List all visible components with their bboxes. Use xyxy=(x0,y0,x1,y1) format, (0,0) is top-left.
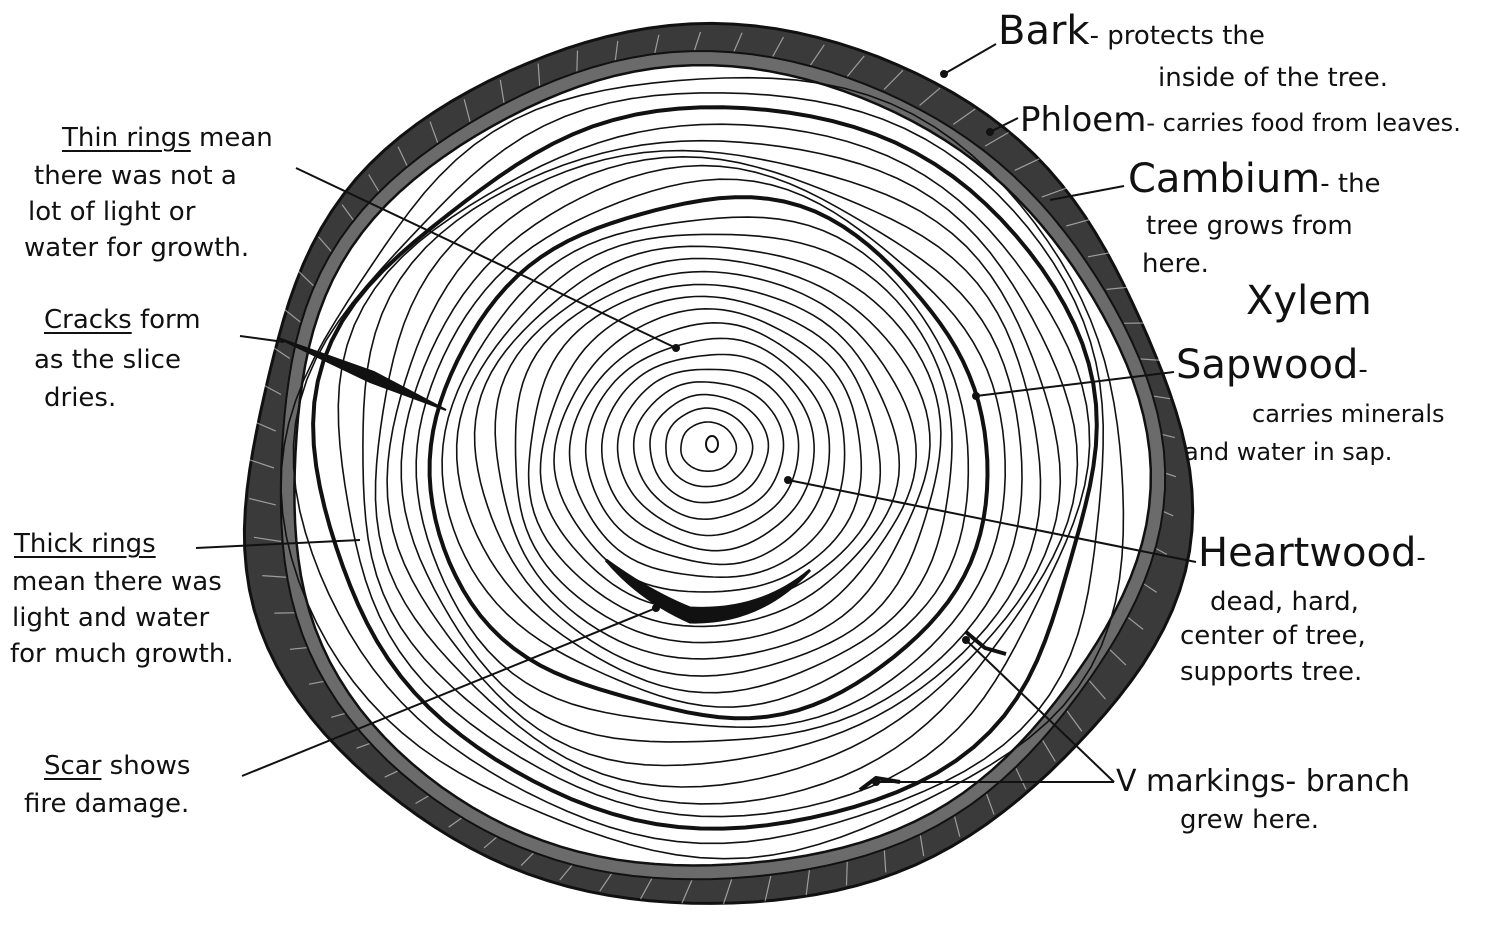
thick-rings-label: Thick rings xyxy=(14,530,156,558)
thin-rings-desc-line4: water for growth. xyxy=(24,234,249,262)
heartwood-term: Heartwood xyxy=(1198,530,1416,576)
cambium-label: Cambium- the xyxy=(1128,158,1381,201)
heartwood-desc-line2: center of tree, xyxy=(1180,622,1366,650)
leader-arrow-tip xyxy=(652,604,660,612)
cracks-term: Cracks xyxy=(44,305,132,335)
cambium-term: Cambium xyxy=(1128,156,1320,202)
thin-rings-desc-line1: mean xyxy=(191,123,273,153)
heartwood-desc-line3: supports tree. xyxy=(1180,658,1362,686)
phloem-term: Phloem xyxy=(1020,100,1146,140)
thick-rings-term: Thick rings xyxy=(14,529,156,559)
bark-texture-mark xyxy=(847,860,848,886)
thick-rings-desc-line1: mean there was xyxy=(12,568,222,596)
cambium-desc-line2: tree grows from xyxy=(1146,212,1353,240)
sapwood-term: Sapwood xyxy=(1176,342,1358,388)
bark-label: Bark- protects the xyxy=(998,10,1265,53)
v-markings-term: V markings xyxy=(1116,764,1285,799)
thin-rings-desc-line2: there was not a xyxy=(34,162,237,190)
thin-rings-term: Thin rings xyxy=(62,123,191,153)
cracks-desc-line1: form xyxy=(132,305,201,335)
thin-rings-desc-line3: lot of light or xyxy=(28,198,195,226)
heartwood-desc-line1: dead, hard, xyxy=(1210,588,1359,616)
thin-rings-label: Thin rings mean xyxy=(62,124,273,152)
sapwood-dash: - xyxy=(1358,355,1367,385)
phloem-desc: - carries food from leaves. xyxy=(1146,109,1460,137)
heartwood-label: Heartwood- xyxy=(1198,532,1426,575)
thick-rings-desc-line3: for much growth. xyxy=(10,640,234,668)
bark-leader xyxy=(944,44,996,74)
heartwood-dash: - xyxy=(1416,543,1425,573)
sapwood-desc-line2: and water in sap. xyxy=(1184,440,1392,466)
leader-arrow-tip xyxy=(784,476,792,484)
v-markings-desc-line1: - branch xyxy=(1285,764,1410,799)
xylem-term: Xylem xyxy=(1246,280,1372,323)
leader-arrow-tip xyxy=(972,392,980,400)
cracks-label: Cracks form xyxy=(44,306,201,334)
scar-desc-line1: shows xyxy=(101,751,190,781)
sapwood-desc-line1: carries minerals xyxy=(1252,402,1445,428)
scar-term: Scar xyxy=(44,751,101,781)
bark-term: Bark xyxy=(998,8,1090,54)
leader-arrow-tip xyxy=(672,344,680,352)
sapwood-label: Sapwood- xyxy=(1176,344,1368,387)
cracks-desc-line3: dries. xyxy=(44,384,116,412)
phloem-label: Phloem- carries food from leaves. xyxy=(1020,102,1461,139)
bark-desc-line1: - protects the xyxy=(1090,21,1265,51)
cambium-desc-line3: here. xyxy=(1142,250,1209,278)
v-markings-label: V markings- branch xyxy=(1116,766,1410,798)
leader-arrow-tip xyxy=(962,636,970,644)
thick-rings-desc-line2: light and water xyxy=(12,604,209,632)
scar-label: Scar shows xyxy=(44,752,190,780)
scar-desc-line2: fire damage. xyxy=(24,790,189,818)
v-markings-desc-line2: grew here. xyxy=(1180,806,1319,834)
cambium-desc-line1: - the xyxy=(1320,169,1380,199)
leader-arrow-tip xyxy=(872,778,880,786)
bark-desc-line2: inside of the tree. xyxy=(1158,64,1388,92)
cracks-desc-line2: as the slice xyxy=(34,346,181,374)
leader-arrow-tip xyxy=(986,128,994,136)
leader-arrow-tip xyxy=(940,70,948,78)
